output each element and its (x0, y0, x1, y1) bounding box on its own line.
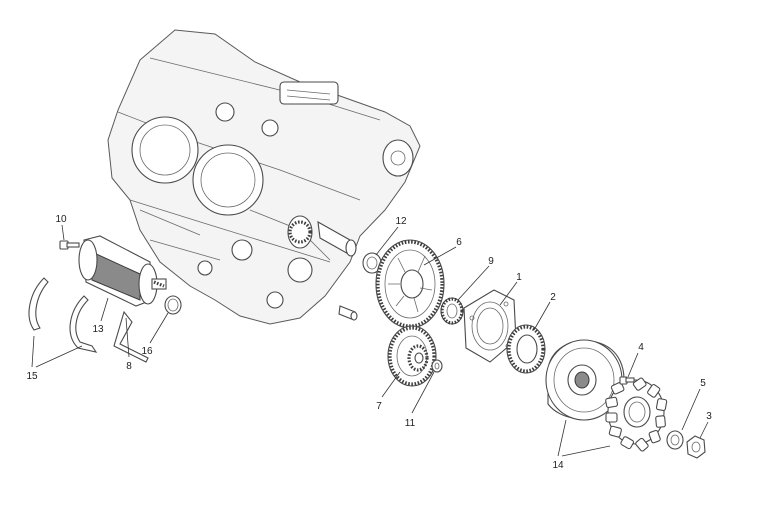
callout-7: 7 (376, 401, 382, 412)
part-13-starter-motor (78, 235, 167, 307)
engine-crankcase (107, 29, 421, 325)
callout-1: 1 (516, 272, 522, 283)
part-14-stator (605, 377, 668, 452)
callout-16: 16 (141, 346, 153, 357)
callout-6: 6 (456, 237, 462, 248)
part-9-needle-bearing (440, 297, 464, 325)
part-10-bolt (59, 240, 80, 250)
callout-11: 11 (405, 418, 416, 429)
callout-labels: 10 12 6 9 1 2 4 5 3 13 16 8 15 7 11 14 (26, 214, 712, 471)
leader-lines (31, 224, 709, 457)
callout-14: 14 (552, 460, 564, 471)
callout-13: 13 (92, 324, 104, 335)
part-5-washer (666, 430, 684, 450)
idler-shaft (338, 305, 358, 321)
part-14-flywheel-rotor (545, 339, 625, 421)
part-12-washer (362, 252, 382, 274)
callout-12: 12 (395, 216, 407, 227)
callout-5: 5 (700, 378, 706, 389)
part-15-cable-clamps (28, 277, 98, 353)
part-11-washer (431, 359, 443, 373)
callout-2: 2 (550, 292, 556, 303)
part-2-freewheel-clutch (506, 324, 546, 374)
part-16-o-ring (164, 295, 182, 315)
callout-9: 9 (488, 256, 494, 267)
part-6-ring-gear (375, 239, 445, 329)
part-7-idler-gear (387, 325, 437, 387)
part-3-nut (686, 435, 706, 459)
part-8-bracket (113, 310, 149, 363)
part-4-screw (619, 376, 635, 385)
callout-3: 3 (706, 411, 712, 422)
callout-10: 10 (55, 214, 67, 225)
callout-8: 8 (126, 361, 132, 372)
callout-4: 4 (638, 342, 644, 353)
callout-15: 15 (26, 371, 38, 382)
